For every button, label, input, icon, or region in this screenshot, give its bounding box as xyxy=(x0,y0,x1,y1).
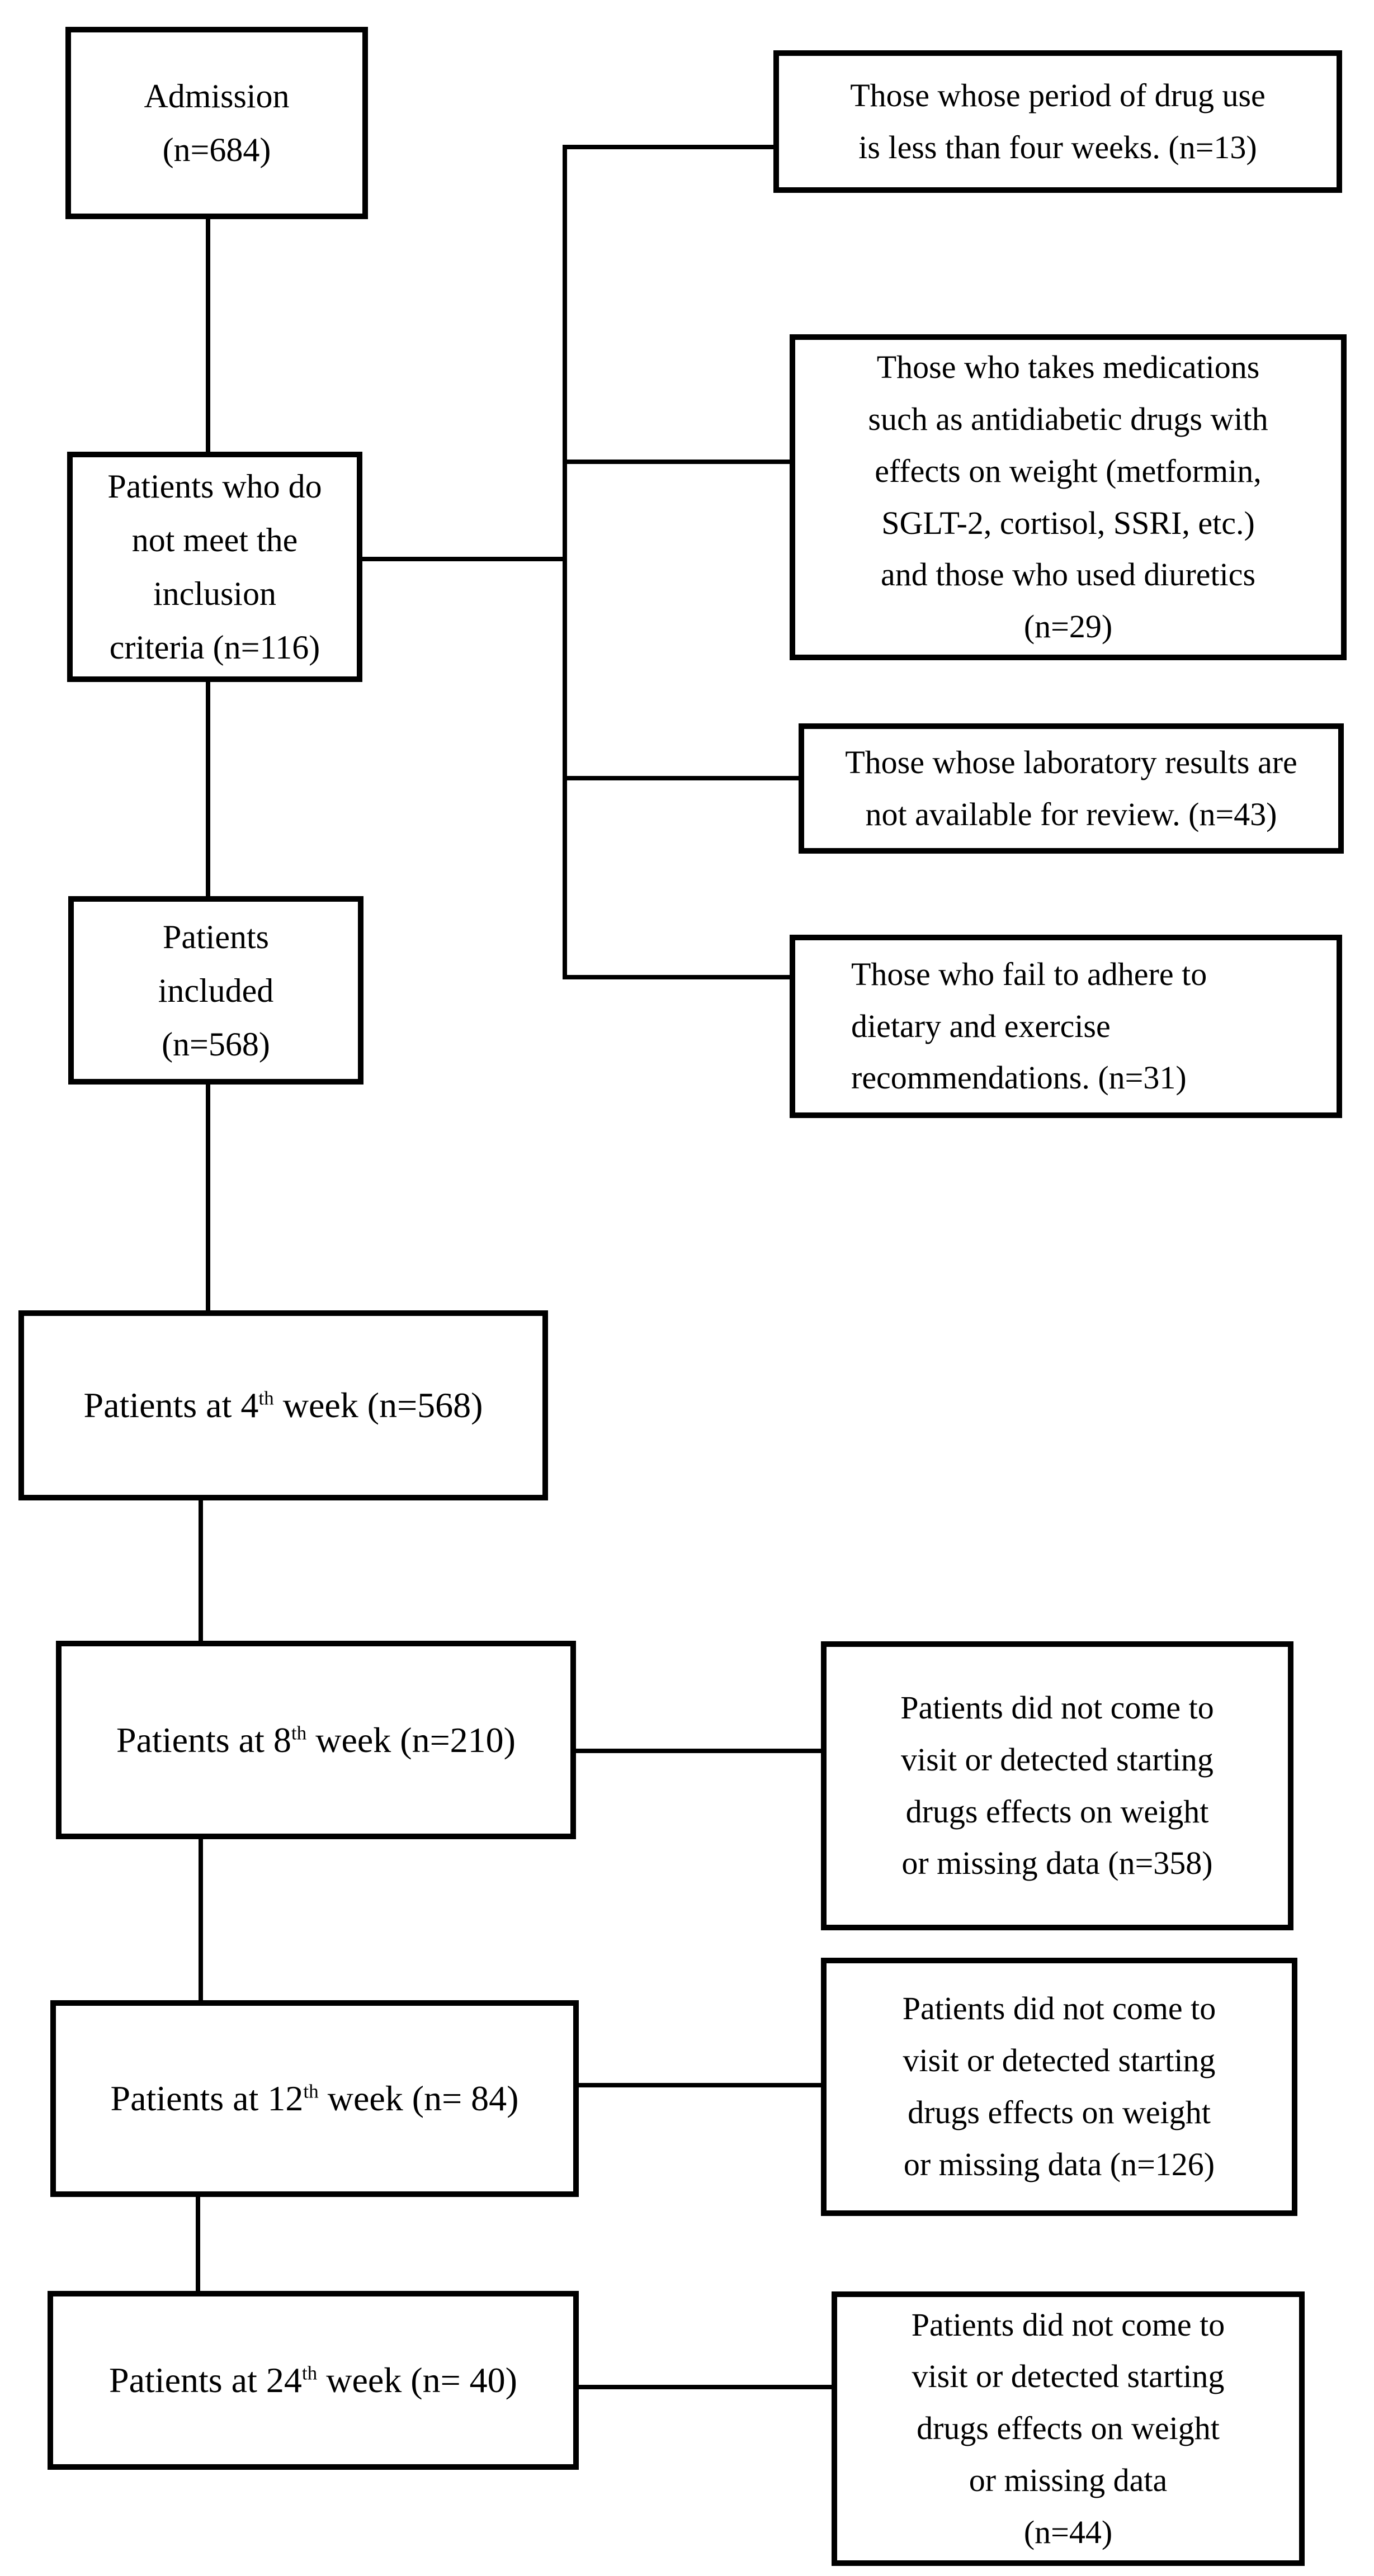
box-excluded-nonadherent: Those who fail to adhere to dietary and … xyxy=(790,935,1342,1118)
branch-to-nonadherent-box xyxy=(563,975,790,979)
branch-to-medications-box xyxy=(563,460,790,464)
box-dropout-week8-label: Patients did not come to visit or detect… xyxy=(900,1689,1214,1882)
box-patients-included: Patients included (n=568) xyxy=(68,896,363,1085)
ordinal-superscript: th xyxy=(258,1388,274,1410)
ordinal-superscript: th xyxy=(291,1722,307,1744)
box-patients-included-label: Patients included (n=568) xyxy=(158,918,274,1063)
box-patients-not-meeting-criteria: Patients who do not meet the inclusion c… xyxy=(67,452,362,682)
box-dropout-week12: Patients did not come to visit or detect… xyxy=(821,1958,1297,2216)
branch-to-lab-results-box xyxy=(563,776,799,780)
box-excluded-short-drug-use-label: Those whose period of drug use is less t… xyxy=(850,77,1266,165)
ordinal-superscript: th xyxy=(303,2081,319,2103)
connector-admission-to-notmeet xyxy=(206,219,210,452)
box-patients-week24: Patients at 24th week (n= 40) xyxy=(48,2291,579,2470)
box-dropout-week24-label: Patients did not come to visit or detect… xyxy=(911,2306,1225,2550)
connector-notmeet-to-included xyxy=(206,682,210,896)
box-patients-week24-label: Patients at 24th week (n= 40) xyxy=(109,2360,517,2400)
box-patients-week12: Patients at 12th week (n= 84) xyxy=(50,2000,579,2197)
box-patients-not-meeting-criteria-label: Patients who do not meet the inclusion c… xyxy=(107,468,322,666)
connector-week24-to-dropout-box xyxy=(579,2385,832,2389)
connector-week12-to-dropout-box xyxy=(579,2083,821,2087)
branch-to-short-drug-use-box xyxy=(563,145,773,149)
box-excluded-medications-label: Those who takes medications such as anti… xyxy=(868,349,1268,645)
box-patients-week4-label: Patients at 4th week (n=568) xyxy=(83,1385,483,1426)
box-excluded-short-drug-use: Those whose period of drug use is less t… xyxy=(773,50,1342,193)
connector-week8-to-dropout-box xyxy=(576,1749,821,1753)
box-excluded-medications: Those who takes medications such as anti… xyxy=(790,334,1347,660)
box-patients-week8-label: Patients at 8th week (n=210) xyxy=(116,1720,516,1760)
connector-week12-to-week24 xyxy=(196,2197,200,2291)
box-excluded-lab-results: Those whose laboratory results are not a… xyxy=(799,723,1344,854)
connector-included-to-week4 xyxy=(206,1085,210,1310)
connector-notmeet-to-exclusion-trunk xyxy=(362,557,567,561)
box-dropout-week24: Patients did not come to visit or detect… xyxy=(832,2291,1305,2566)
box-patients-week8: Patients at 8th week (n=210) xyxy=(56,1641,576,1839)
box-admission-label: Admission (n=684) xyxy=(144,78,290,168)
box-excluded-lab-results-label: Those whose laboratory results are not a… xyxy=(845,744,1297,832)
box-patients-week4: Patients at 4th week (n=568) xyxy=(18,1310,548,1500)
connector-week8-to-week12 xyxy=(199,1839,203,2000)
ordinal-superscript: th xyxy=(301,2362,318,2385)
exclusion-trunk-line xyxy=(563,145,567,979)
box-patients-week12-label: Patients at 12th week (n= 84) xyxy=(110,2078,519,2119)
box-dropout-week12-label: Patients did not come to visit or detect… xyxy=(902,1990,1216,2182)
connector-week4-to-week8 xyxy=(199,1500,203,1641)
box-excluded-nonadherent-label: Those who fail to adhere to dietary and … xyxy=(851,955,1207,1096)
box-dropout-week8: Patients did not come to visit or detect… xyxy=(821,1641,1293,1930)
box-admission: Admission (n=684) xyxy=(65,27,368,219)
